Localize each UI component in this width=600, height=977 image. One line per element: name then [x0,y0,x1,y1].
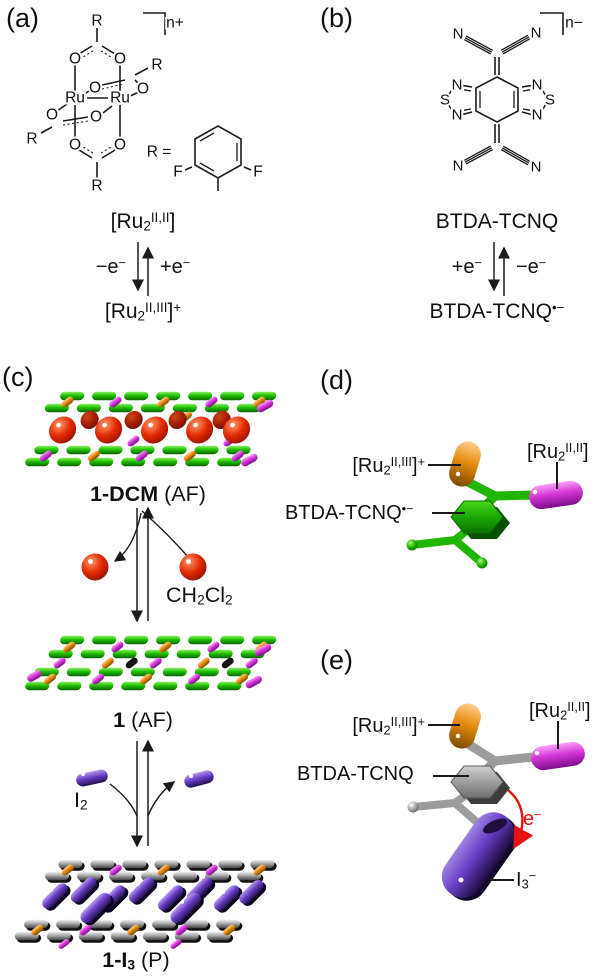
structure-label-1: 1 (AF) [113,708,173,732]
tag-triiodide: I3− [516,868,537,892]
tag-connector [428,464,461,466]
exchange-arrows-i2 [76,739,214,848]
tag-connector [433,775,469,777]
atom-r: R [26,131,37,148]
atom-f: F [253,164,262,181]
atom-n: N [452,107,463,124]
atom-o: O [89,80,101,97]
cluster-d [406,441,583,569]
i2-capsule [76,769,108,787]
structure-label-1-dcm: 1-DCM (AF) [90,482,206,506]
electron-label: e− [523,807,542,830]
tag-btda-tcnq-radical: BTDA-TCNQ•− [285,501,414,524]
panel-d-label: (d) [320,365,353,395]
lattice-1-i3 [14,859,277,949]
charge-bracket [143,12,166,35]
atom-n: N [452,77,463,94]
atom-o: O [69,137,81,154]
plus-electron-label: +e− [160,255,191,278]
atom-r: R [151,57,162,74]
atom-n: N [453,158,464,175]
btda-tcnq-hexagon [450,765,504,799]
charge-label: n− [565,15,583,32]
minus-electron-label: −e− [95,255,126,278]
atom-o: O [114,137,126,154]
cluster-e [407,703,585,901]
panel-c-label: (c) [2,362,34,392]
ru2-ii-ii-capsule [529,480,583,510]
electron-transfer-arrow [507,789,534,850]
lattice-1-dcm [25,391,277,467]
tag-connector [557,721,559,749]
atom-ru: Ru [110,90,130,107]
tag-connector [556,462,558,489]
ru2-ii-ii-capsule [531,741,585,771]
atom-r: R [91,178,102,195]
atom-n: N [532,107,543,124]
ru2-ii-iii-formula: [Ru2II,III]+ [104,300,182,324]
redox-equilibrium-arrows-a [132,242,154,296]
charge-label: n+ [166,15,184,32]
btda-tcnq-radical-formula: BTDA-TCNQ•− [429,300,565,323]
ch2cl2-sphere [81,553,109,581]
atom-o: O [46,107,58,124]
ch2cl2-label: CH2Cl2 [166,583,233,608]
central-ring [475,76,519,123]
atom-n: N [531,159,542,176]
ru2-paddlewheel-structure: n+ Ru Ru O O O O O [24,11,264,197]
tag-ru2-ii-iii: [Ru2II,III]+ [352,454,425,478]
i2-capsule [184,770,214,788]
minus-electron-label: −e− [516,255,547,278]
lattice-1 [25,635,277,691]
benzene-ring [194,125,242,179]
atom-n: N [453,26,464,43]
tag-ru2-ii-ii: [Ru2II,II] [527,440,589,464]
charge-bracket [540,12,564,35]
atom-o: O [137,81,149,98]
atom-o: O [90,109,102,126]
r-definition-label: R = [147,144,172,161]
panel-e-label: (e) [320,645,353,675]
atom-ru: Ru [65,90,85,107]
atom-s: S [440,92,450,109]
atom-n: N [531,25,542,42]
btda-tcnq-formula: BTDA-TCNQ [435,210,559,233]
tag-ru2-ii-ii: [Ru2II,II] [529,699,591,723]
tag-ru2-ii-iii: [Ru2II,III]+ [352,714,425,738]
exchange-arrows-ch2cl2 [81,506,207,623]
panel-b-label: (b) [320,3,353,33]
atom-r: R [91,13,102,30]
btda-tcnq-structure: n− N N [438,12,585,178]
ru2-ii-ii-formula: [Ru2II,II] [110,210,176,234]
atom-o: O [69,51,81,68]
atom-f: F [173,164,182,181]
plus-electron-label: +e− [451,255,482,278]
triiodide-capsule [441,812,515,898]
btda-tcnq-radical-hexagon [450,500,504,534]
atom-n: N [532,77,543,94]
tag-connector [428,724,460,726]
panel-a-label: (a) [6,3,39,33]
tag-connector [489,879,514,881]
ch2cl2-sphere [179,553,207,581]
tag-connector [432,512,465,514]
tag-btda-tcnq: BTDA-TCNQ [297,763,414,785]
i2-label: I2 [74,788,88,813]
atom-s: S [545,92,555,109]
structure-label-1-i3: 1-I3 (P) [102,948,170,973]
ru2-ii-iii-capsule [449,703,481,749]
atom-o: O [114,51,126,68]
redox-equilibrium-arrows-b [488,242,510,296]
